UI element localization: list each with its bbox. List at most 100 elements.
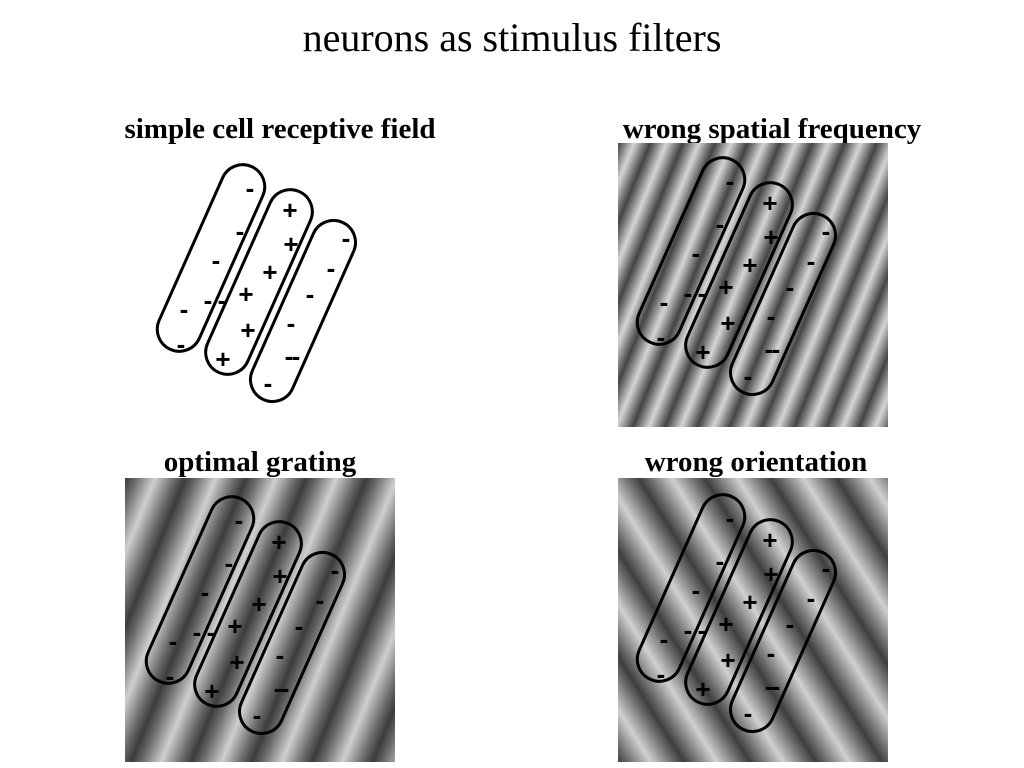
excitatory-sign: + bbox=[251, 589, 266, 619]
inhibitory-sign: - bbox=[765, 334, 774, 364]
excitatory-sign: + bbox=[282, 195, 297, 225]
inhibitory-sign: - bbox=[225, 548, 234, 578]
excitatory-sign: + bbox=[238, 279, 253, 309]
receptive-field-subregion-center bbox=[684, 518, 794, 706]
receptive-field-subregion-right bbox=[728, 548, 838, 734]
inhibitory-sign: - bbox=[246, 173, 255, 203]
receptive-field-subregion-left bbox=[155, 163, 267, 353]
inhibitory-sign: - bbox=[726, 503, 735, 533]
receptive-field-subregion-center bbox=[684, 181, 794, 369]
receptive-field-subregion-center bbox=[193, 520, 303, 708]
excitatory-sign: + bbox=[272, 561, 287, 591]
inhibitory-sign: - bbox=[236, 216, 245, 246]
excitatory-sign: + bbox=[763, 559, 778, 589]
receptive-field-subregion-right bbox=[728, 211, 838, 397]
inhibitory-sign: - bbox=[698, 615, 707, 645]
inhibitory-sign: - bbox=[274, 673, 283, 703]
inhibitory-sign: - bbox=[660, 287, 669, 317]
excitatory-sign: + bbox=[215, 344, 230, 374]
excitatory-sign: + bbox=[742, 587, 757, 617]
excitatory-sign: + bbox=[227, 611, 242, 641]
excitatory-sign: + bbox=[762, 188, 777, 218]
inhibitory-sign: - bbox=[253, 700, 262, 730]
inhibitory-sign: - bbox=[716, 209, 725, 239]
inhibitory-sign: - bbox=[306, 279, 315, 309]
receptive-field-subregion-left bbox=[144, 495, 256, 685]
receptive-field-overlay: -------++++++------- bbox=[144, 495, 347, 736]
receptive-field-subregion-left bbox=[635, 493, 747, 683]
inhibitory-sign: - bbox=[698, 278, 707, 308]
inhibitory-sign: - bbox=[660, 624, 669, 654]
inhibitory-sign: - bbox=[327, 253, 336, 283]
inhibitory-sign: - bbox=[807, 246, 816, 276]
excitatory-sign: + bbox=[262, 257, 277, 287]
excitatory-sign: + bbox=[720, 308, 735, 338]
inhibitory-sign: - bbox=[657, 322, 666, 352]
simple-cell-receptive-field-panel: -------++++++------- bbox=[140, 148, 380, 428]
inhibitory-sign: - bbox=[207, 617, 216, 647]
inhibitory-sign: - bbox=[331, 555, 340, 585]
panel-label-simple-cell: simple cell receptive field bbox=[124, 113, 436, 145]
excitatory-sign: + bbox=[763, 222, 778, 252]
inhibitory-sign: - bbox=[744, 361, 753, 391]
inhibitory-sign: - bbox=[772, 671, 781, 701]
inhibitory-sign: - bbox=[726, 166, 735, 196]
inhibitory-sign: - bbox=[684, 615, 693, 645]
inhibitory-sign: - bbox=[786, 272, 795, 302]
receptive-field-subregion-right bbox=[248, 218, 358, 404]
excitatory-sign: + bbox=[695, 337, 710, 367]
inhibitory-sign: - bbox=[772, 334, 781, 364]
inhibitory-sign: - bbox=[177, 329, 186, 359]
inhibitory-sign: - bbox=[204, 285, 213, 315]
inhibitory-sign: - bbox=[264, 368, 273, 398]
excitatory-sign: + bbox=[720, 645, 735, 675]
excitatory-sign: + bbox=[718, 272, 733, 302]
inhibitory-sign: - bbox=[684, 278, 693, 308]
excitatory-sign: + bbox=[283, 229, 298, 259]
optimal-grating-panel: -------++++++------- bbox=[125, 478, 395, 762]
inhibitory-sign: - bbox=[287, 308, 296, 338]
inhibitory-sign: - bbox=[281, 673, 290, 703]
inhibitory-sign: - bbox=[316, 585, 325, 615]
excitatory-sign: + bbox=[762, 525, 777, 555]
excitatory-sign: + bbox=[240, 315, 255, 345]
inhibitory-sign: - bbox=[235, 505, 244, 535]
receptive-field-overlay: -------++++++------- bbox=[635, 156, 838, 397]
inhibitory-sign: - bbox=[180, 294, 189, 324]
receptive-field-subregion-right bbox=[237, 550, 347, 736]
inhibitory-sign: - bbox=[765, 671, 774, 701]
inhibitory-sign: - bbox=[744, 698, 753, 728]
excitatory-sign: + bbox=[742, 250, 757, 280]
inhibitory-sign: - bbox=[169, 626, 178, 656]
receptive-field-diagram: -------++++++------- bbox=[155, 163, 358, 404]
inhibitory-sign: - bbox=[292, 341, 301, 371]
excitatory-sign: + bbox=[204, 676, 219, 706]
excitatory-sign: + bbox=[695, 674, 710, 704]
inhibitory-sign: - bbox=[657, 659, 666, 689]
inhibitory-sign: - bbox=[212, 245, 221, 275]
inhibitory-sign: - bbox=[767, 638, 776, 668]
slide-title: neurons as stimulus filters bbox=[302, 15, 722, 60]
inhibitory-sign: - bbox=[342, 223, 351, 253]
panel-label-wrong-orientation: wrong orientation bbox=[644, 446, 868, 478]
wrong-spatial-frequency-panel: -------++++++------- bbox=[618, 143, 888, 427]
panel-label-wrong-spatial-frequency: wrong spatial frequency bbox=[622, 113, 922, 145]
excitatory-sign: + bbox=[718, 609, 733, 639]
inhibitory-sign: - bbox=[786, 609, 795, 639]
panel-label-optimal-grating: optimal grating bbox=[163, 446, 357, 478]
receptive-field-overlay: -------++++++------- bbox=[635, 493, 838, 734]
receptive-field-subregion-left bbox=[635, 156, 747, 346]
inhibitory-sign: - bbox=[692, 575, 701, 605]
inhibitory-sign: - bbox=[166, 661, 175, 691]
inhibitory-sign: - bbox=[201, 577, 210, 607]
inhibitory-sign: - bbox=[218, 285, 227, 315]
inhibitory-sign: - bbox=[807, 583, 816, 613]
inhibitory-sign: - bbox=[295, 611, 304, 641]
wrong-orientation-panel: -------++++++------- bbox=[618, 478, 888, 762]
inhibitory-sign: - bbox=[193, 617, 202, 647]
inhibitory-sign: - bbox=[276, 640, 285, 670]
receptive-field-subregion-center bbox=[204, 188, 314, 376]
inhibitory-sign: - bbox=[692, 238, 701, 268]
inhibitory-sign: - bbox=[822, 216, 831, 246]
excitatory-sign: + bbox=[229, 647, 244, 677]
